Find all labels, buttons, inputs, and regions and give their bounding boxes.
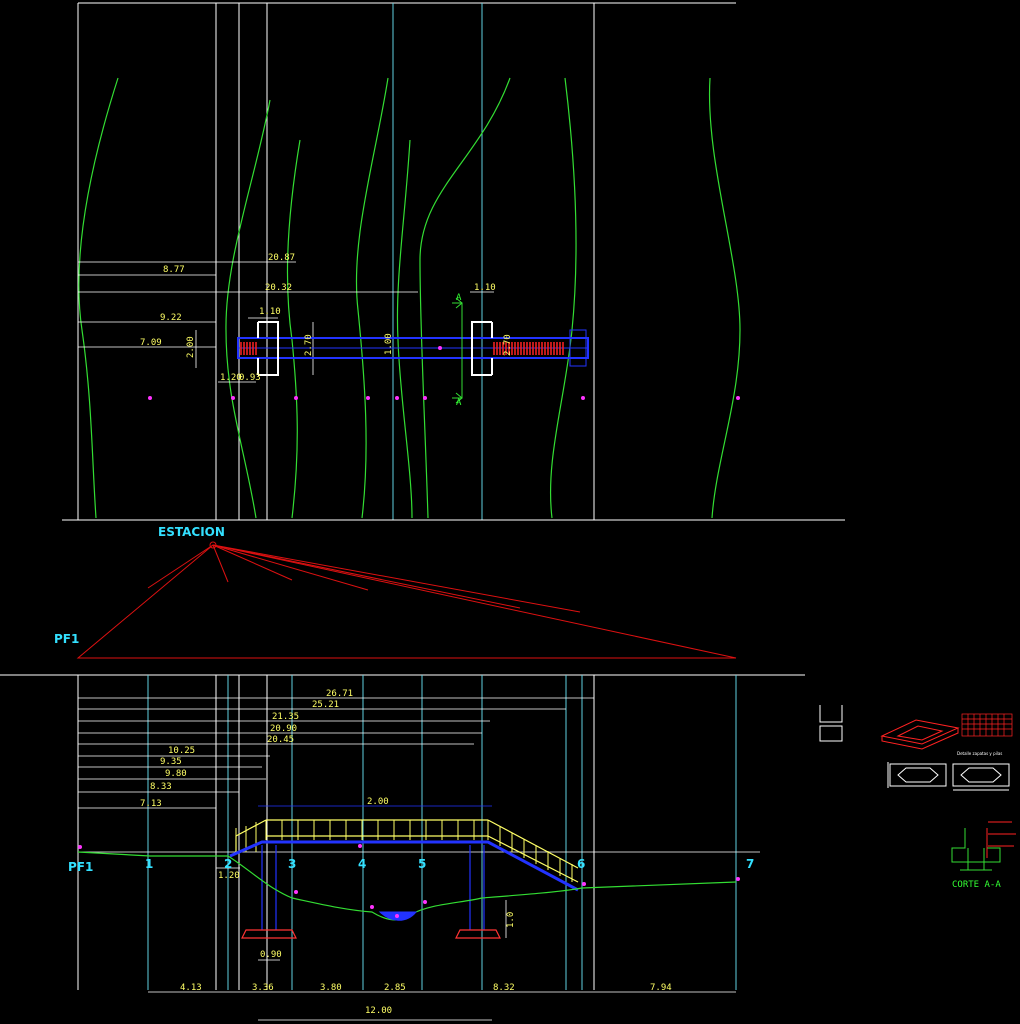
reinforcement-hatch-right: [493, 342, 564, 355]
point-label-2: 2: [224, 857, 232, 871]
dim-1-00: 1.00: [384, 333, 394, 355]
dim-1-20: 1.20: [220, 373, 242, 383]
section-mark-top: A: [456, 293, 462, 303]
point-label-4: 4: [358, 857, 366, 871]
profile-dimension-lines: [78, 697, 594, 809]
dim-20-32: 20.32: [265, 283, 292, 293]
dim-10-25: 10.25: [168, 746, 195, 756]
dim-12-00: 12.00: [365, 1006, 392, 1016]
contour-lines: [78, 77, 741, 519]
pf1-profile-label: PF1: [68, 860, 93, 874]
footing-isometric: [880, 719, 960, 750]
point-label-3: 3: [288, 857, 296, 871]
profile-markers: [78, 844, 740, 918]
dim-bottom-2-85: 2.85: [384, 983, 406, 993]
dim-0-90: 0.90: [260, 950, 282, 960]
survey-triangulation: ESTACION PF1: [0, 525, 805, 676]
corte-rebar: [986, 821, 1016, 858]
dim-7-09: 7.09: [140, 338, 162, 348]
bridge-deck-profile: [229, 840, 579, 892]
corte-label: CORTE A-A: [952, 880, 1001, 890]
reinforcement-grid: [961, 713, 1013, 737]
dim-1-10-right: 1.10: [474, 283, 496, 293]
plan-dimension-lines: [78, 261, 494, 383]
dim-bottom-8-32: 8.32: [493, 983, 515, 993]
point-label-1: 1: [145, 857, 153, 871]
dim-8-33: 8.33: [150, 782, 172, 792]
bridge-piers: [261, 845, 485, 930]
bottom-dimension-line: [148, 991, 736, 1021]
detail-title: Detalle zapatas y pilas: [957, 751, 1002, 756]
details-panel: Detalle zapatas y pilas CORTE A-A: [819, 705, 1016, 890]
plan-axis-lines: [392, 3, 483, 520]
spot-markers: [148, 346, 740, 400]
dim-0-93: 0.93: [239, 373, 261, 383]
dim-bottom-3-80: 3.80: [320, 983, 342, 993]
section-cut-line: [452, 297, 463, 404]
profile-grid-lines: [77, 675, 595, 990]
dim-20-45: 20.45: [267, 735, 294, 745]
profile-view: 26.71 25.21 21.35 20.90 20.45 10.25 9.35…: [68, 675, 760, 1021]
dim-2-70: 2.70: [304, 334, 314, 356]
abutment-left: [257, 321, 279, 376]
dim-bottom-3-36: 3.36: [252, 983, 274, 993]
point-label-6: 6: [577, 857, 585, 871]
dim-21-35: 21.35: [272, 712, 299, 722]
section-mark-bottom: A: [456, 398, 462, 408]
dim-20-90: 20.90: [270, 724, 297, 734]
dim-bottom-7-94: 7.94: [650, 983, 672, 993]
corte-detail: [951, 828, 1001, 871]
plan-grid-lines: [77, 3, 595, 520]
dim-7-13: 7.13: [140, 799, 162, 809]
dim-2-70-right: 2.70: [503, 334, 513, 356]
profile-axis-lines: [147, 675, 737, 990]
point-label-5: 5: [418, 857, 426, 871]
pier-section-left: [887, 762, 947, 788]
pier-footings: [241, 929, 501, 939]
point-label-7: 7: [746, 857, 754, 871]
dim-2-00-profile: 2.00: [367, 797, 389, 807]
dim-26-71: 26.71: [326, 689, 353, 699]
profile-vertical-dims: [216, 867, 507, 961]
abutment-right: [471, 321, 493, 376]
station-label: ESTACION: [158, 525, 225, 539]
detail-frame: [819, 705, 843, 742]
railing-posts: [235, 820, 573, 882]
dim-bottom-4-13: 4.13: [180, 983, 202, 993]
dim-9-80: 9.80: [165, 769, 187, 779]
pier-section-right: [952, 763, 1010, 791]
dim-1-0: 1.0: [506, 912, 516, 928]
reinforcement-hatch-left: [240, 342, 257, 355]
station-point: [209, 541, 217, 549]
dim-8-77: 8.77: [163, 265, 185, 275]
dim-2-00-plan: 2.00: [186, 336, 196, 358]
dim-1-20-profile: 1.20: [218, 871, 240, 881]
dim-9-35: 9.35: [160, 757, 182, 767]
dim-1-10-left: 1.10: [259, 307, 281, 317]
dim-20-87: 20.87: [268, 253, 295, 263]
plan-view: A A 20.87 8.77 20.32 1.10 1.10 9.22 7.09…: [62, 2, 845, 521]
pf1-survey-label: PF1: [54, 632, 79, 646]
dim-9-22: 9.22: [160, 313, 182, 323]
dim-25-21: 25.21: [312, 700, 339, 710]
